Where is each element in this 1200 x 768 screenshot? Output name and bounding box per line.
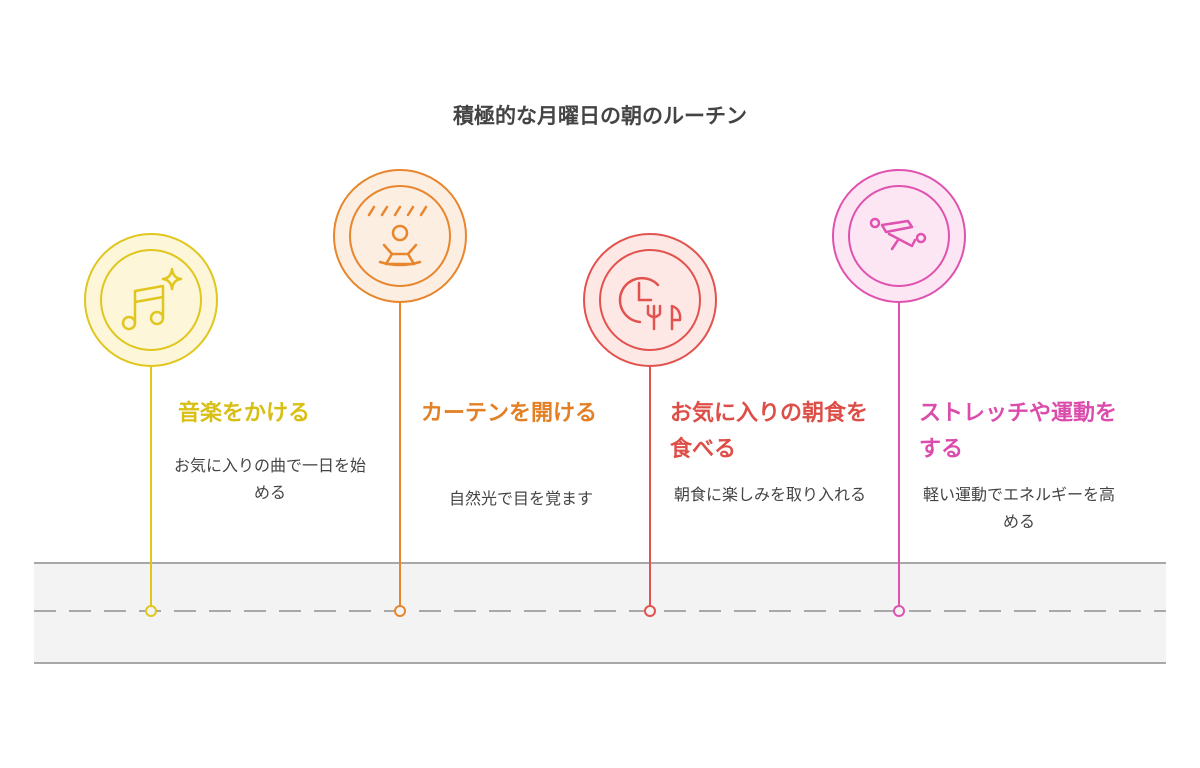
step-1 (84, 233, 218, 617)
step-2-inner-circle (349, 185, 451, 287)
step-4-pin-dot (893, 605, 905, 617)
step-1-pin-dot (145, 605, 157, 617)
step-2-description: 自然光で目を覚ます (448, 489, 593, 508)
step-4-title: ストレッチや運動をする (919, 401, 1118, 462)
step-2-pin-dot (394, 605, 406, 617)
step-3-pin-dot (644, 605, 656, 617)
step-2-title: カーテンを開ける (421, 401, 598, 426)
step-1-title: 音楽をかける (178, 401, 311, 426)
person-window-light-icon (367, 205, 428, 267)
road (34, 562, 1166, 664)
clock-fork-knife-icon (618, 276, 682, 331)
step-3 (583, 233, 717, 617)
step-4 (832, 169, 966, 617)
diagram-title: 積極的な月曜日の朝のルーチン (453, 104, 747, 128)
step-1-description: お気に入りの曲で一日を始める (173, 456, 366, 502)
step-3-title: お気に入りの朝食を食べる (670, 401, 869, 462)
step-3-description: 朝食に楽しみを取り入れる (673, 485, 866, 504)
road-surface (34, 563, 1166, 663)
step-4-inner-circle (848, 185, 950, 287)
music-notes-sparkle-icon (121, 267, 183, 331)
stretching-person-icon (869, 217, 927, 251)
step-4-description: 軽い運動でエネルギーを高める (922, 485, 1115, 531)
step-2 (333, 169, 467, 617)
